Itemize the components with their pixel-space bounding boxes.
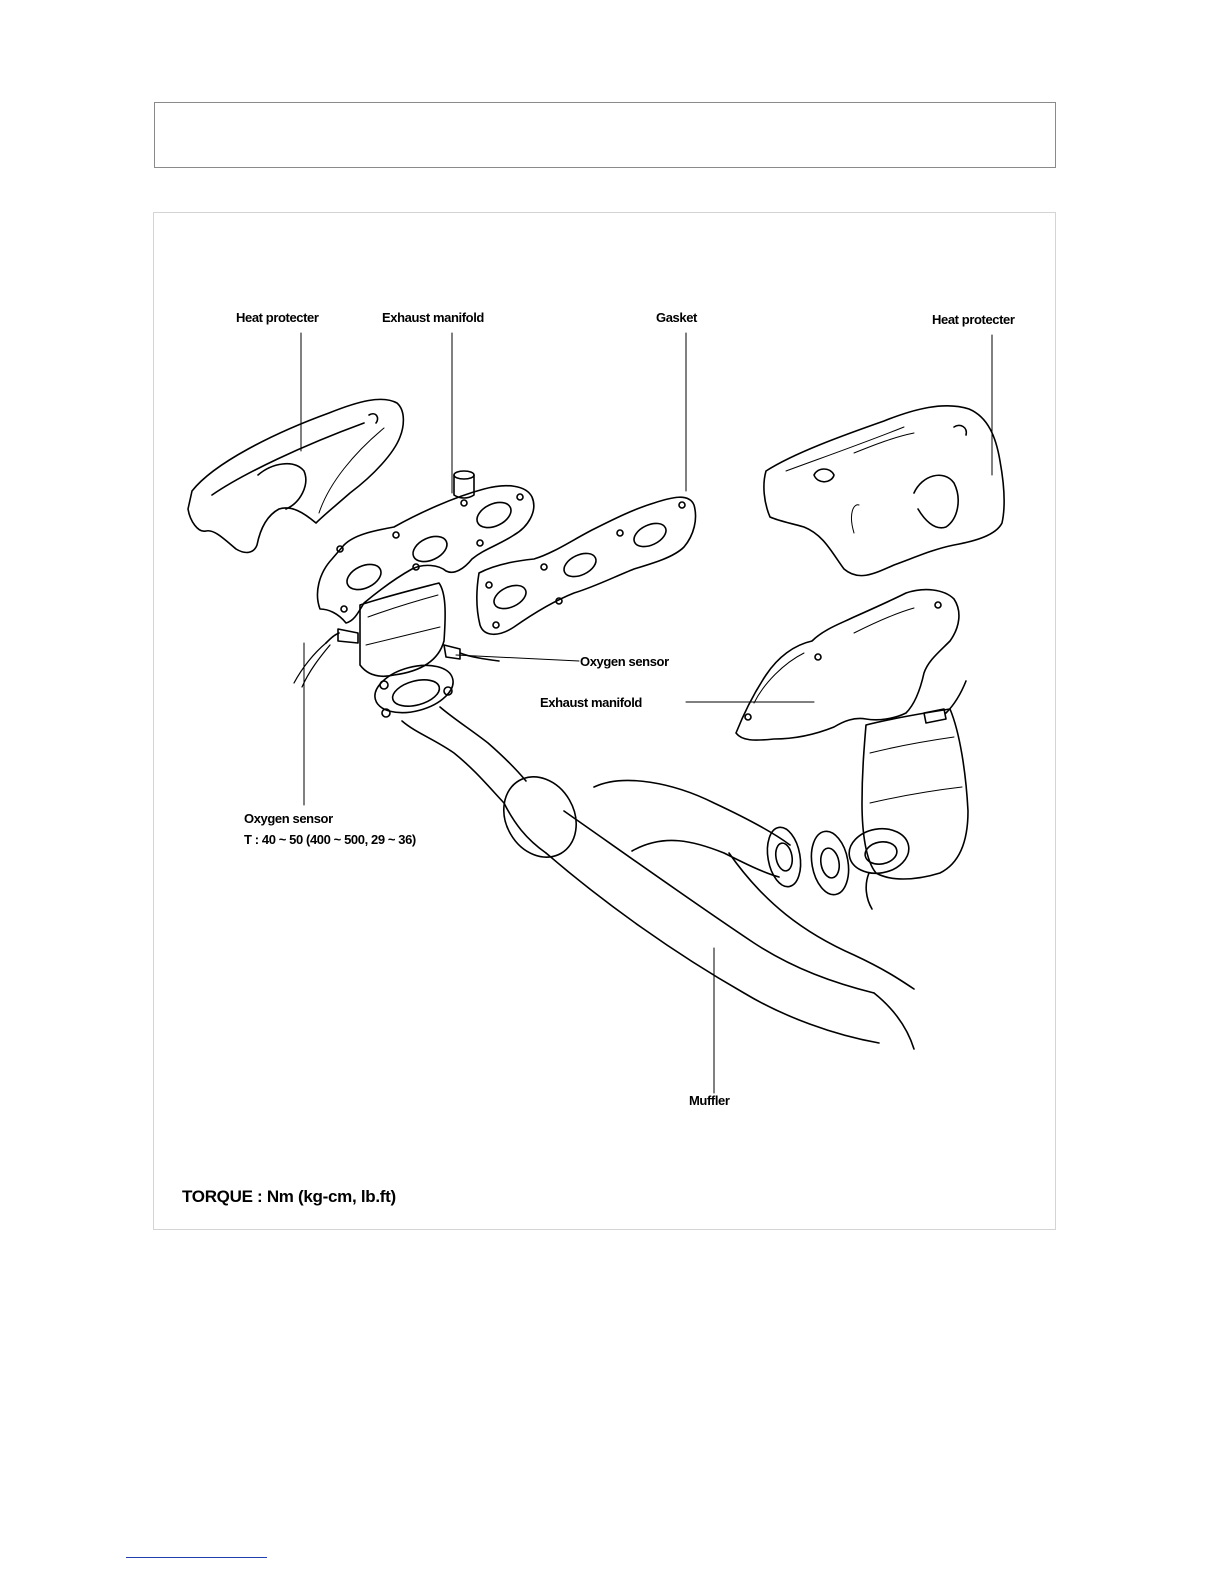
label-heat-protector-right: Heat protecter <box>932 312 1015 328</box>
label-oxygen-sensor-torque: T : 40 ~ 50 (400 ~ 500, 29 ~ 36) <box>244 832 416 848</box>
label-muffler: Muffler <box>689 1093 730 1109</box>
gasket-drawing <box>477 497 696 634</box>
exhaust-manifold-left-drawing <box>294 471 534 721</box>
label-exhaust-manifold-top: Exhaust manifold <box>382 310 484 326</box>
label-oxygen-sensor-mid: Oxygen sensor <box>580 654 669 670</box>
pipe-drawing <box>402 707 914 1049</box>
diagram-drawing <box>154 213 1057 1231</box>
heat-protector-right-drawing <box>764 406 1004 576</box>
footer-rule <box>126 1557 267 1558</box>
torque-legend: TORQUE : Nm (kg-cm, lb.ft) <box>182 1187 396 1207</box>
exhaust-diagram: Heat protecter Exhaust manifold Gasket H… <box>153 212 1056 1230</box>
label-exhaust-manifold-right: Exhaust manifold <box>540 695 642 711</box>
label-heat-protector-left: Heat protecter <box>236 310 319 326</box>
heat-protector-left-drawing <box>188 399 403 552</box>
exhaust-manifold-right-drawing <box>736 590 968 909</box>
header-box <box>154 102 1056 168</box>
label-gasket: Gasket <box>656 310 697 326</box>
label-oxygen-sensor-left: Oxygen sensor <box>244 811 333 827</box>
